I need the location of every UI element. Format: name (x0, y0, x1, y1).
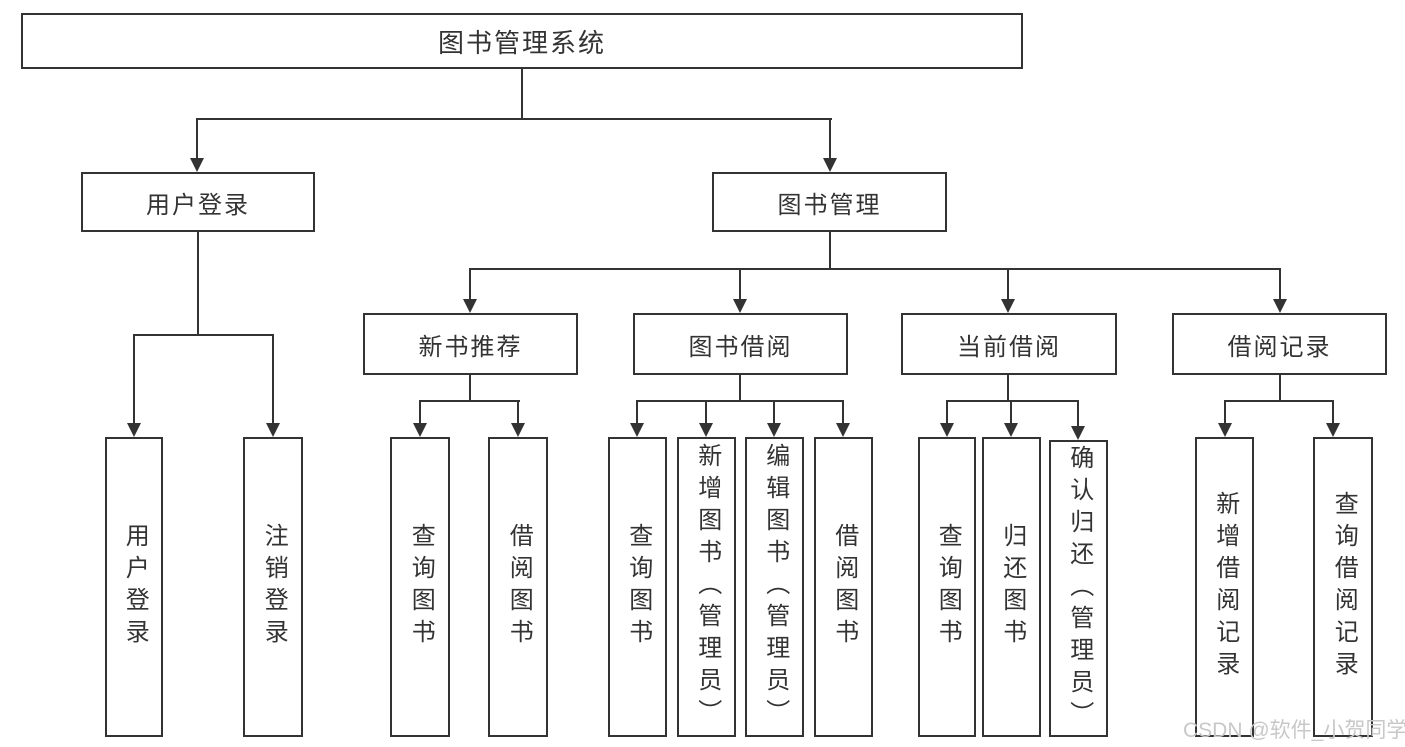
connector-line (829, 232, 831, 270)
arrow-down-icon (767, 423, 781, 437)
arrow-down-icon (463, 299, 477, 313)
node-borrow-records: 借阅记录 (1172, 313, 1387, 375)
leaf-edit-book-admin-label: 编辑图书（管理员） (761, 443, 789, 731)
leaf-query-books-3-label: 查询图书 (934, 523, 962, 651)
leaf-edit-book-admin: 编辑图书（管理员） (745, 437, 804, 737)
connector-line (1007, 375, 1009, 402)
connector-line (739, 268, 741, 300)
connector-line (946, 400, 948, 424)
leaf-borrow-books-2-label: 借阅图书 (830, 523, 858, 651)
node-library-system-label: 图书管理系统 (437, 27, 606, 58)
node-library-system: 图书管理系统 (21, 13, 1023, 69)
leaf-borrow-books-2: 借阅图书 (814, 437, 873, 737)
connector-line (196, 118, 198, 159)
node-new-book-recommend-label: 新书推荐 (418, 333, 523, 361)
arrow-down-icon (190, 158, 204, 172)
csdn-watermark: CSDN @软件_小贺同学 (1183, 719, 1405, 742)
node-borrow-records-label: 借阅记录 (1227, 333, 1332, 361)
arrow-down-icon (266, 423, 280, 437)
connector-line (419, 400, 421, 424)
leaf-borrow-books-1-label: 借阅图书 (505, 523, 533, 651)
arrow-down-icon (823, 158, 837, 172)
arrow-down-icon (1071, 426, 1085, 440)
arrow-down-icon (733, 299, 747, 313)
connector-line (196, 118, 832, 120)
connector-line (517, 400, 519, 424)
arrow-down-icon (413, 423, 427, 437)
leaf-logout: 注销登录 (243, 437, 303, 737)
node-book-borrowing-label: 图书借阅 (688, 333, 793, 361)
arrow-down-icon (1326, 423, 1340, 437)
leaf-query-borrow-record: 查询借阅记录 (1313, 437, 1373, 737)
arrow-down-icon (630, 423, 644, 437)
leaf-user-login: 用户登录 (105, 437, 163, 737)
leaf-add-book-admin-label: 新增图书（管理员） (693, 443, 721, 731)
leaf-return-books: 归还图书 (982, 437, 1041, 737)
node-current-borrowing: 当前借阅 (901, 313, 1117, 375)
node-book-management-label: 图书管理 (777, 191, 882, 219)
connector-line (1224, 400, 1226, 424)
connector-line (419, 400, 520, 402)
connector-line (1007, 268, 1009, 300)
node-user-login: 用户登录 (81, 172, 315, 232)
node-new-book-recommend: 新书推荐 (363, 313, 578, 375)
node-current-borrowing-label: 当前借阅 (957, 333, 1061, 361)
arrow-down-icon (1004, 423, 1018, 437)
arrow-down-icon (511, 423, 525, 437)
connector-line (469, 268, 471, 300)
connector-line (739, 375, 741, 402)
leaf-query-books-2: 查询图书 (608, 437, 667, 737)
arrow-down-icon (699, 423, 713, 437)
arrow-down-icon (940, 423, 954, 437)
connector-line (1224, 400, 1334, 402)
node-book-management: 图书管理 (712, 172, 947, 232)
leaf-logout-label: 注销登录 (260, 523, 288, 651)
connector-line (842, 400, 844, 424)
leaf-query-borrow-record-label: 查询借阅记录 (1330, 491, 1358, 683)
connector-line (133, 334, 135, 424)
connector-line (1279, 268, 1281, 300)
leaf-user-login-label: 用户登录 (121, 523, 149, 651)
arrow-down-icon (1218, 423, 1232, 437)
connector-line (469, 268, 1281, 270)
connector-line (521, 68, 523, 118)
leaf-query-books-2-label: 查询图书 (624, 523, 652, 651)
connector-line (1010, 400, 1012, 424)
leaf-return-books-label: 归还图书 (998, 523, 1026, 651)
arrow-down-icon (1273, 299, 1287, 313)
connector-line (1077, 400, 1079, 427)
arrow-down-icon (836, 423, 850, 437)
connector-line (1332, 400, 1334, 424)
leaf-borrow-books-1: 借阅图书 (488, 437, 548, 737)
node-user-login-label: 用户登录 (146, 191, 250, 219)
connector-line (1279, 375, 1281, 402)
arrow-down-icon (127, 423, 141, 437)
leaf-confirm-return-admin-label: 确认归还（管理员） (1065, 444, 1093, 733)
leaf-add-borrow-record-label: 新增借阅记录 (1211, 491, 1239, 683)
leaf-confirm-return-admin: 确认归还（管理员） (1049, 440, 1108, 737)
connector-line (469, 375, 471, 402)
connector-line (773, 400, 775, 424)
connector-line (946, 400, 1079, 402)
leaf-add-borrow-record: 新增借阅记录 (1195, 437, 1254, 737)
arrow-down-icon (1001, 299, 1015, 313)
leaf-add-book-admin: 新增图书（管理员） (677, 437, 736, 737)
node-book-borrowing: 图书借阅 (633, 313, 848, 375)
connector-line (705, 400, 707, 424)
leaf-query-books-1-label: 查询图书 (407, 523, 435, 651)
leaf-query-books-1: 查询图书 (390, 437, 450, 737)
connector-line (197, 232, 199, 336)
connector-line (272, 334, 274, 424)
connector-line (636, 400, 638, 424)
connector-line (636, 400, 844, 402)
connector-line (133, 334, 274, 336)
leaf-query-books-3: 查询图书 (918, 437, 976, 737)
connector-line (829, 118, 831, 159)
